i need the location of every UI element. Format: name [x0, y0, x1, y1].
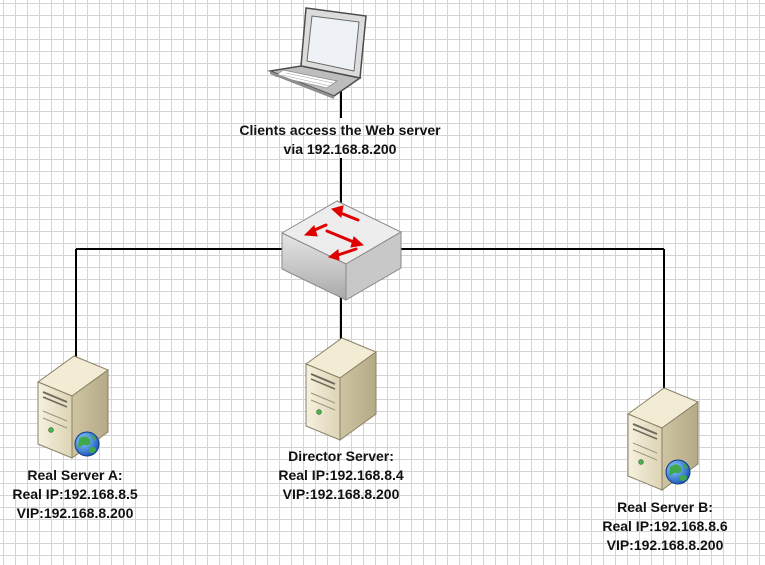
director-server-label: Director Server: Real IP:192.168.8.4 VIP… [241, 447, 441, 504]
real-server-a-label: Real Server A: Real IP:192.168.8.5 VIP:1… [0, 466, 175, 523]
server-a-vip: VIP:192.168.8.200 [16, 505, 134, 521]
network-switch-icon [280, 200, 403, 301]
server-b-title: Real Server B: [617, 499, 713, 515]
server-a-title: Real Server A: [27, 467, 123, 483]
server-b-real-ip: Real IP:192.168.8.6 [602, 518, 728, 534]
client-label-line1: Clients access the Web server [239, 122, 441, 138]
globe-icon [74, 431, 100, 457]
director-vip: VIP:192.168.8.200 [282, 486, 400, 502]
director-real-ip: Real IP:192.168.8.4 [278, 467, 404, 483]
globe-icon [665, 459, 691, 485]
client-label-line2: via 192.168.8.200 [283, 141, 397, 157]
server-b-vip: VIP:192.168.8.200 [606, 537, 724, 553]
laptop-icon [267, 7, 367, 99]
real-server-b-label: Real Server B: Real IP:192.168.8.6 VIP:1… [565, 498, 765, 555]
director-server-icon [305, 337, 377, 441]
server-a-real-ip: Real IP:192.168.8.5 [12, 486, 138, 502]
client-label: Clients access the Web server via 192.16… [200, 121, 480, 159]
director-title: Director Server: [288, 448, 394, 464]
